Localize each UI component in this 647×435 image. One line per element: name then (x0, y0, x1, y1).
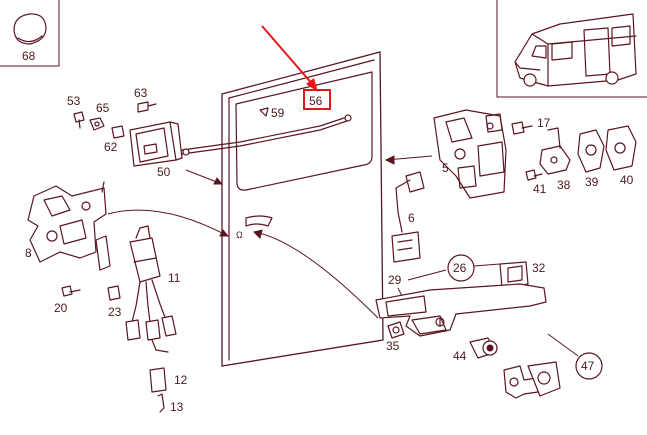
label-62[interactable]: 62 (104, 140, 118, 154)
part-8-lock-mechanism: 8 (25, 181, 230, 271)
outer-door-handle (253, 229, 547, 337)
label-44[interactable]: 44 (453, 349, 467, 363)
part-26-group: 26 (407, 254, 501, 282)
label-11[interactable]: 11 (168, 271, 181, 285)
label-8[interactable]: 8 (25, 246, 32, 260)
sliding-door-panel: Ω (221, 51, 384, 367)
label-38[interactable]: 38 (557, 178, 571, 192)
part-12-connector: 12 (149, 367, 188, 393)
label-40[interactable]: 40 (620, 173, 634, 187)
part-35-screw: 35 (386, 321, 405, 353)
part-23: 23 (107, 285, 122, 319)
part-59: 59 (259, 106, 285, 120)
part-20-screw: 20 (54, 285, 81, 315)
label-65[interactable]: 65 (96, 101, 110, 115)
label-13[interactable]: 13 (170, 400, 184, 414)
label-59[interactable]: 59 (271, 106, 285, 120)
label-6[interactable]: 6 (408, 211, 415, 225)
label-47[interactable]: 47 (581, 359, 595, 373)
part-56-cable: 56 (181, 25, 352, 156)
part-62-washer: 62 (104, 125, 125, 154)
label-17[interactable]: 17 (537, 116, 551, 130)
label-56[interactable]: 56 (309, 94, 323, 108)
part-13-plug: 13 (157, 393, 184, 414)
part-11-actuator: 11 (125, 225, 181, 353)
part-17-screw: 17 (511, 116, 551, 135)
label-29[interactable]: 29 (388, 273, 402, 287)
label-23[interactable]: 23 (108, 305, 122, 319)
part-40-plate: 40 (605, 125, 637, 187)
highlight-arrow (261, 25, 315, 87)
inset-part-68: 68 (0, 0, 60, 67)
part-47-keys: 47 (503, 333, 603, 399)
label-68[interactable]: 68 (22, 49, 36, 63)
part-39-plate: 39 (577, 129, 605, 189)
label-26[interactable]: 26 (453, 261, 467, 275)
label-53[interactable]: 53 (67, 94, 81, 108)
label-50[interactable]: 50 (157, 165, 171, 179)
highlight-arrowhead (306, 78, 318, 92)
part-38-striker: 38 (539, 127, 571, 192)
label-20[interactable]: 20 (54, 301, 68, 315)
label-41[interactable]: 41 (533, 182, 547, 196)
part-5-latch: 5 (384, 109, 507, 199)
part-50-inner-handle: 50 (129, 121, 224, 185)
label-32[interactable]: 32 (532, 261, 546, 275)
van-illustration (514, 13, 637, 87)
part-53-screw: 53 (67, 94, 85, 129)
label-5[interactable]: 5 (442, 161, 449, 175)
label-39[interactable]: 39 (585, 175, 599, 189)
part-32-cover: 32 (499, 261, 546, 289)
part-6-switch: 6 (391, 171, 425, 263)
part-41-screw: 41 (525, 169, 547, 196)
door-handle-mark: Ω (236, 230, 243, 240)
part-63-screw: 63 (134, 86, 157, 113)
part-44-lock-cylinder: 44 (453, 337, 498, 363)
label-12[interactable]: 12 (174, 373, 188, 387)
label-63[interactable]: 63 (134, 86, 148, 100)
inset-van (496, 0, 647, 98)
part-65-nut: 65 (89, 101, 110, 131)
label-35[interactable]: 35 (386, 339, 400, 353)
